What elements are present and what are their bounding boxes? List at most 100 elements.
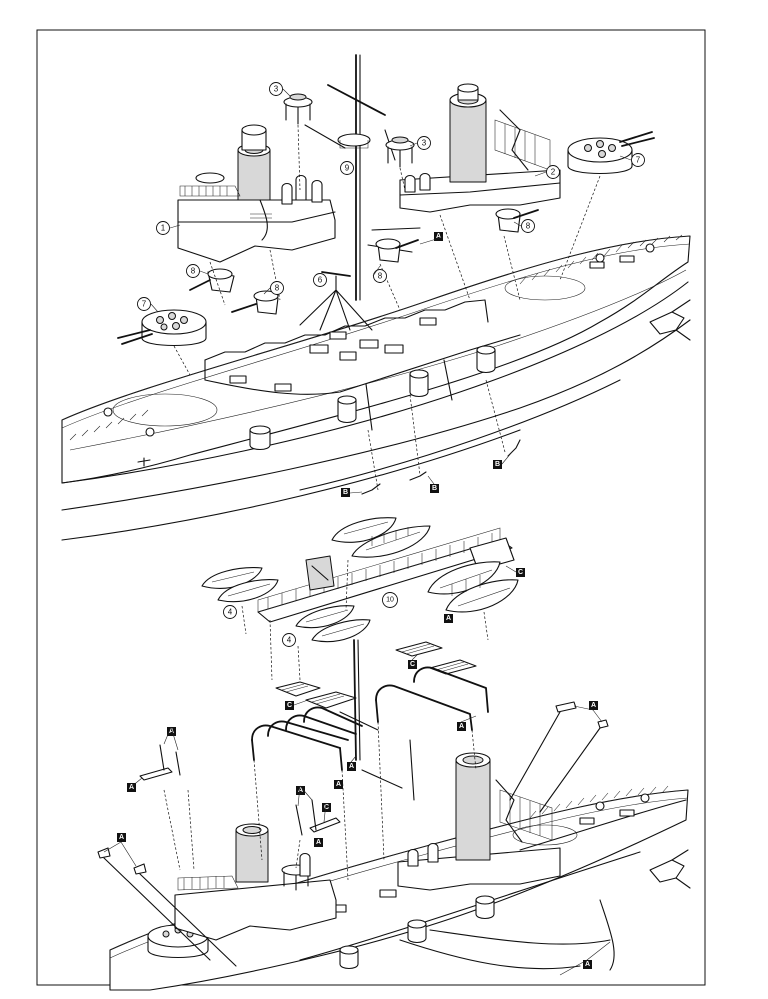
tag-a-8: A <box>296 786 305 795</box>
tag-a-5: A <box>334 780 343 789</box>
svg-text:10: 10 <box>386 597 394 604</box>
svg-text:8: 8 <box>191 267 196 276</box>
lower-guide-lines <box>163 559 489 881</box>
svg-text:A: A <box>119 834 124 841</box>
svg-text:A: A <box>349 763 354 770</box>
svg-text:7: 7 <box>142 300 147 309</box>
svg-text:8: 8 <box>378 272 383 281</box>
svg-text:A: A <box>298 787 303 794</box>
svg-text:A: A <box>446 615 451 622</box>
callout-7-b: 7 <box>137 297 151 311</box>
svg-text:B: B <box>343 489 348 496</box>
tag-a-2: A <box>444 614 453 623</box>
callout-10: 10 <box>382 592 398 608</box>
tag-a-4: A <box>347 762 356 771</box>
callout-7-a: 7 <box>631 153 645 167</box>
callout-1: 1 <box>156 221 170 235</box>
callout-6: 6 <box>313 273 327 287</box>
lower-aft-superstructure <box>397 752 561 891</box>
boat-set-right <box>427 561 519 613</box>
secondary-turret-4 <box>495 208 539 233</box>
sheet-border <box>36 29 706 986</box>
boat-set-left <box>201 567 279 603</box>
svg-text:C: C <box>324 804 329 811</box>
upper-assembly <box>61 54 691 541</box>
foremast <box>304 54 421 301</box>
svg-text:3: 3 <box>422 139 427 148</box>
svg-text:6: 6 <box>318 276 323 285</box>
svg-text:2: 2 <box>551 168 556 177</box>
svg-text:4: 4 <box>287 636 292 645</box>
boat-set-middle <box>295 605 371 643</box>
callout-4-a: 4 <box>223 605 237 619</box>
boat-set-top <box>331 517 431 558</box>
lower-forward-superstructure <box>174 823 337 941</box>
grating-panels <box>275 641 477 709</box>
svg-text:B: B <box>495 461 500 468</box>
tag-a-10: A <box>117 833 126 842</box>
callout-8-a: 8 <box>521 219 535 233</box>
svg-text:1: 1 <box>161 224 166 233</box>
aft-superstructure <box>399 83 561 213</box>
svg-text:A: A <box>129 784 134 791</box>
svg-text:C: C <box>287 702 292 709</box>
forward-main-turret <box>117 309 207 347</box>
callout-8-b: 8 <box>186 264 200 278</box>
secondary-turret-3 <box>375 238 419 263</box>
upper-hull <box>61 234 691 541</box>
tag-b-1: B <box>341 488 350 497</box>
callout-9: 9 <box>340 161 354 175</box>
svg-text:C: C <box>410 661 415 668</box>
svg-text:9: 9 <box>345 164 350 173</box>
tag-a-3: A <box>457 722 466 731</box>
svg-text:8: 8 <box>526 222 531 231</box>
svg-text:A: A <box>591 702 596 709</box>
tag-a-11: A <box>589 701 598 710</box>
callout-4-b: 4 <box>282 633 296 647</box>
svg-text:A: A <box>169 728 174 735</box>
callout-8-d: 8 <box>373 269 387 283</box>
fighting-top-forward <box>283 93 313 125</box>
callout-leaders <box>103 88 632 976</box>
boat-crutch-frames <box>251 666 489 771</box>
tag-a-7: A <box>127 783 136 792</box>
svg-text:A: A <box>459 723 464 730</box>
tag-c-1: C <box>516 568 525 577</box>
callout-2: 2 <box>546 165 560 179</box>
svg-text:7: 7 <box>636 156 641 165</box>
svg-text:A: A <box>585 961 590 968</box>
tag-b-2: B <box>430 484 439 493</box>
secondary-turret-2 <box>231 290 279 315</box>
tag-a-1: A <box>434 232 443 241</box>
svg-text:B: B <box>432 485 437 492</box>
part-a-fittings <box>97 701 615 971</box>
callout-3-a: 3 <box>269 82 283 96</box>
fighting-top-mast <box>337 133 371 149</box>
tag-c-4: C <box>322 803 331 812</box>
boat-deck-platform <box>257 527 515 623</box>
svg-text:3: 3 <box>274 85 279 94</box>
svg-text:4: 4 <box>228 608 233 617</box>
tag-a-9: A <box>314 838 323 847</box>
davit-fittings <box>299 271 373 331</box>
tag-a-6: A <box>167 727 176 736</box>
svg-text:8: 8 <box>275 284 280 293</box>
svg-text:A: A <box>316 839 321 846</box>
lower-masts <box>339 639 415 801</box>
fighting-top-aft <box>385 136 415 168</box>
lower-hull <box>109 785 691 991</box>
anchor-marker <box>137 457 151 467</box>
svg-text:C: C <box>518 569 523 576</box>
callout-8-c: 8 <box>270 281 284 295</box>
lower-assembly <box>97 517 691 991</box>
tag-a-12: A <box>583 960 592 969</box>
callout-3-b: 3 <box>417 136 431 150</box>
tag-b-3: B <box>493 460 502 469</box>
forward-superstructure <box>177 124 336 263</box>
svg-text:A: A <box>436 233 441 240</box>
svg-text:A: A <box>336 781 341 788</box>
tag-c-2: C <box>408 660 417 669</box>
tag-c-3: C <box>285 701 294 710</box>
